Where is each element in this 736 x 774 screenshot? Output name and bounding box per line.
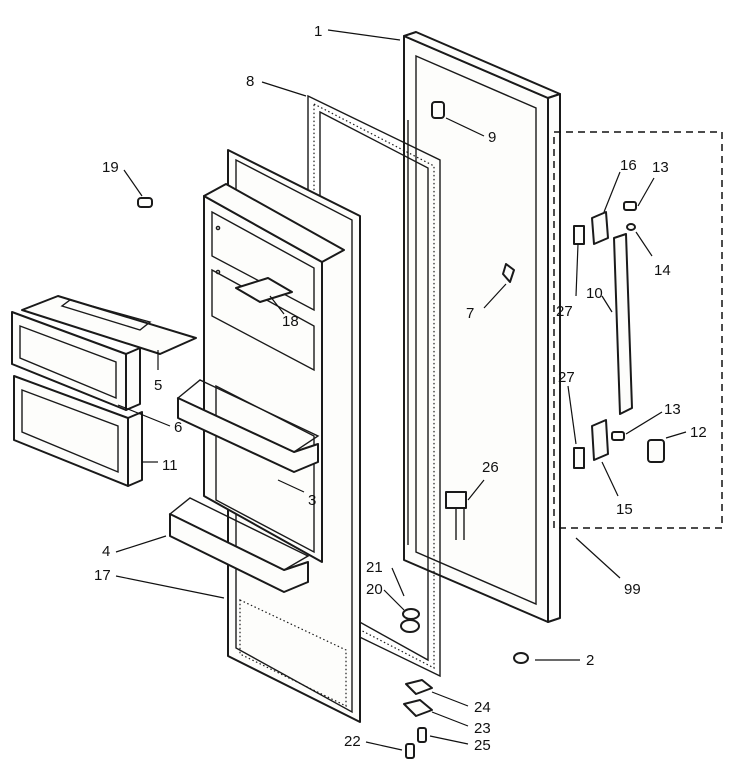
callout-label: 27 <box>558 369 575 386</box>
callout-label: 13 <box>652 159 669 176</box>
lower-handle-mount <box>591 419 609 461</box>
callout-label: 1 <box>314 23 322 40</box>
upper-bin <box>11 311 141 411</box>
callout-label: 6 <box>174 419 182 436</box>
dispenser-housing <box>203 183 345 563</box>
callout-label: 5 <box>154 377 162 394</box>
callout-label: 99 <box>624 581 641 598</box>
callout-label: 16 <box>620 157 637 174</box>
lower-bin <box>13 375 143 487</box>
upper-handle-mount <box>591 211 609 245</box>
callout-label: 22 <box>344 733 361 750</box>
callout-label: 23 <box>474 720 491 737</box>
door-closer-bracket <box>445 491 467 540</box>
lower-door-shelf <box>168 497 310 593</box>
callout-label: 21 <box>366 559 383 576</box>
callout-label: 10 <box>586 285 603 302</box>
callouts: 1 2 3 4 5 6 7 8 9 10 11 12 13 13 14 15 1 <box>94 23 707 754</box>
upper-door-shelf <box>176 379 320 473</box>
callout-label: 24 <box>474 699 491 716</box>
callout-label: 9 <box>488 129 496 146</box>
callout-label: 7 <box>466 305 474 322</box>
callout-label: 14 <box>654 262 671 279</box>
callout-label: 20 <box>366 581 383 598</box>
handle-screw-upper <box>623 201 637 211</box>
callout-label: 13 <box>664 401 681 418</box>
callout-label: 25 <box>474 737 491 754</box>
callout-label: 11 <box>162 457 178 474</box>
bottom-screw <box>405 743 415 759</box>
callout-label: 15 <box>616 501 633 518</box>
hinge-bolt <box>417 727 427 743</box>
callout-label: 12 <box>690 424 707 441</box>
dispenser-cover <box>21 295 197 355</box>
callout-label: 8 <box>246 73 254 90</box>
callout-label: 2 <box>586 652 594 669</box>
handle-kit-box <box>553 131 723 529</box>
callout-label: 26 <box>482 459 499 476</box>
callout-label: 17 <box>94 567 111 584</box>
handle-trim-strip <box>613 233 633 415</box>
hinge-pin <box>402 608 420 620</box>
callout-label: 19 <box>102 159 119 176</box>
bottom-hinge-plate <box>405 679 433 695</box>
door-roller <box>513 652 529 664</box>
callout-label: 18 <box>282 313 299 330</box>
callout-label: 3 <box>308 492 316 509</box>
hinge-bushing <box>431 101 445 119</box>
upper-spacer <box>573 225 585 245</box>
door-screw <box>137 197 153 208</box>
lower-spacer <box>573 447 585 469</box>
callout-label: 27 <box>556 303 573 320</box>
hinge-washer <box>400 619 420 633</box>
door-stop <box>502 263 515 283</box>
pin-14 <box>626 223 636 231</box>
end-cap <box>647 439 665 463</box>
callout-label: 4 <box>102 543 110 560</box>
handle-screw-lower <box>611 431 625 441</box>
hinge-shim <box>403 699 433 717</box>
